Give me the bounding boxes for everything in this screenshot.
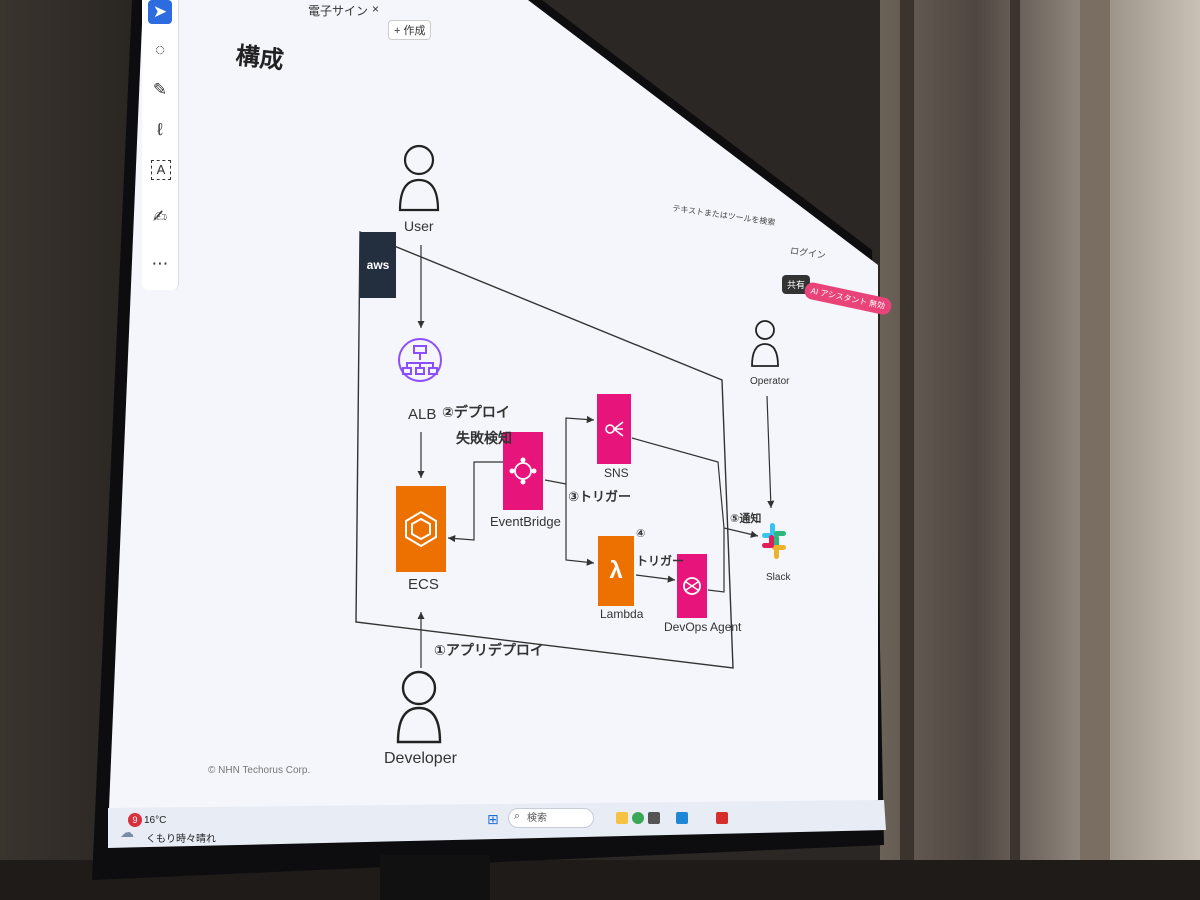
slack-label: Slack (766, 572, 791, 583)
share-button[interactable]: 共有 (782, 275, 811, 294)
highlight-icon[interactable]: ✎ (152, 80, 168, 99)
aws-cloud-boundary (355, 230, 734, 669)
room-window-right (880, 0, 1200, 900)
monitor-stand (380, 855, 490, 900)
window-frame (1010, 0, 1020, 860)
sns-label: SNS (604, 466, 629, 480)
taskbar-search[interactable]: 検索 (508, 808, 594, 828)
more-icon[interactable]: ⋯ (151, 254, 169, 273)
lambda-icon: λ (598, 536, 634, 606)
step1-label: ①アプリデプロイ (434, 642, 544, 658)
step4-number: ④ (636, 528, 646, 540)
step2-label-line2: 失敗検知 (456, 430, 512, 446)
vscode-icon[interactable] (676, 812, 688, 824)
tab-close-icon[interactable]: × (372, 2, 380, 16)
devops-agent-icon (677, 554, 707, 618)
devops-agent-label: DevOps Agent (664, 620, 742, 634)
weather-badge: 9 (128, 813, 142, 827)
developer-icon (396, 670, 442, 744)
step2-label-line1: ②デプロイ (442, 404, 510, 420)
aws-logo: aws (360, 232, 396, 298)
new-tab-button[interactable]: + 作成 (388, 20, 432, 40)
weather-temperature[interactable]: 16°C (144, 815, 167, 826)
text-icon[interactable]: A (151, 160, 171, 180)
file-explorer-icon[interactable] (616, 812, 628, 824)
operator-label: Operator (750, 376, 790, 387)
cloud-icon: ☁ (120, 824, 134, 840)
sns-icon (597, 394, 631, 464)
eventbridge-icon (503, 432, 543, 510)
alb-label: ALB (408, 406, 437, 423)
annotation-toolbar: ➤ ◌ ✎ ℓ A ✍ ⋯ (142, 0, 179, 290)
slack-icon (760, 514, 788, 568)
sign-icon[interactable]: ✍ (152, 207, 168, 226)
ecs-label: ECS (408, 576, 439, 593)
copyright: © NHN Techorus Corp. (208, 765, 311, 776)
select-icon[interactable]: ➤ (148, 0, 172, 24)
step5-label: ⑤通知 (730, 513, 762, 525)
tab-e-sign[interactable]: 電子サイン (308, 4, 369, 18)
eventbridge-label: EventBridge (490, 514, 561, 529)
chrome-icon[interactable] (632, 812, 644, 824)
start-icon[interactable]: ⊞ (487, 811, 499, 827)
acrobat-icon[interactable] (716, 812, 728, 824)
user-icon (398, 144, 440, 212)
comment-icon[interactable]: ◌ (154, 40, 166, 59)
aws-app-icon[interactable] (648, 812, 660, 824)
user-label: User (404, 218, 434, 234)
draw-icon[interactable]: ℓ (157, 120, 163, 139)
search-icon: ⌕ (514, 810, 521, 822)
window-frame (1080, 0, 1110, 860)
window-frame (900, 0, 914, 860)
developer-label: Developer (384, 750, 457, 767)
ecs-icon (396, 486, 446, 572)
alb-icon (398, 338, 442, 382)
operator-icon (751, 320, 779, 367)
step4-label: トリガー (636, 554, 685, 568)
weather-description[interactable]: くもり時々晴れ (146, 834, 216, 845)
step3-label: ③トリガー (568, 489, 632, 504)
lambda-label: Lambda (600, 607, 644, 621)
